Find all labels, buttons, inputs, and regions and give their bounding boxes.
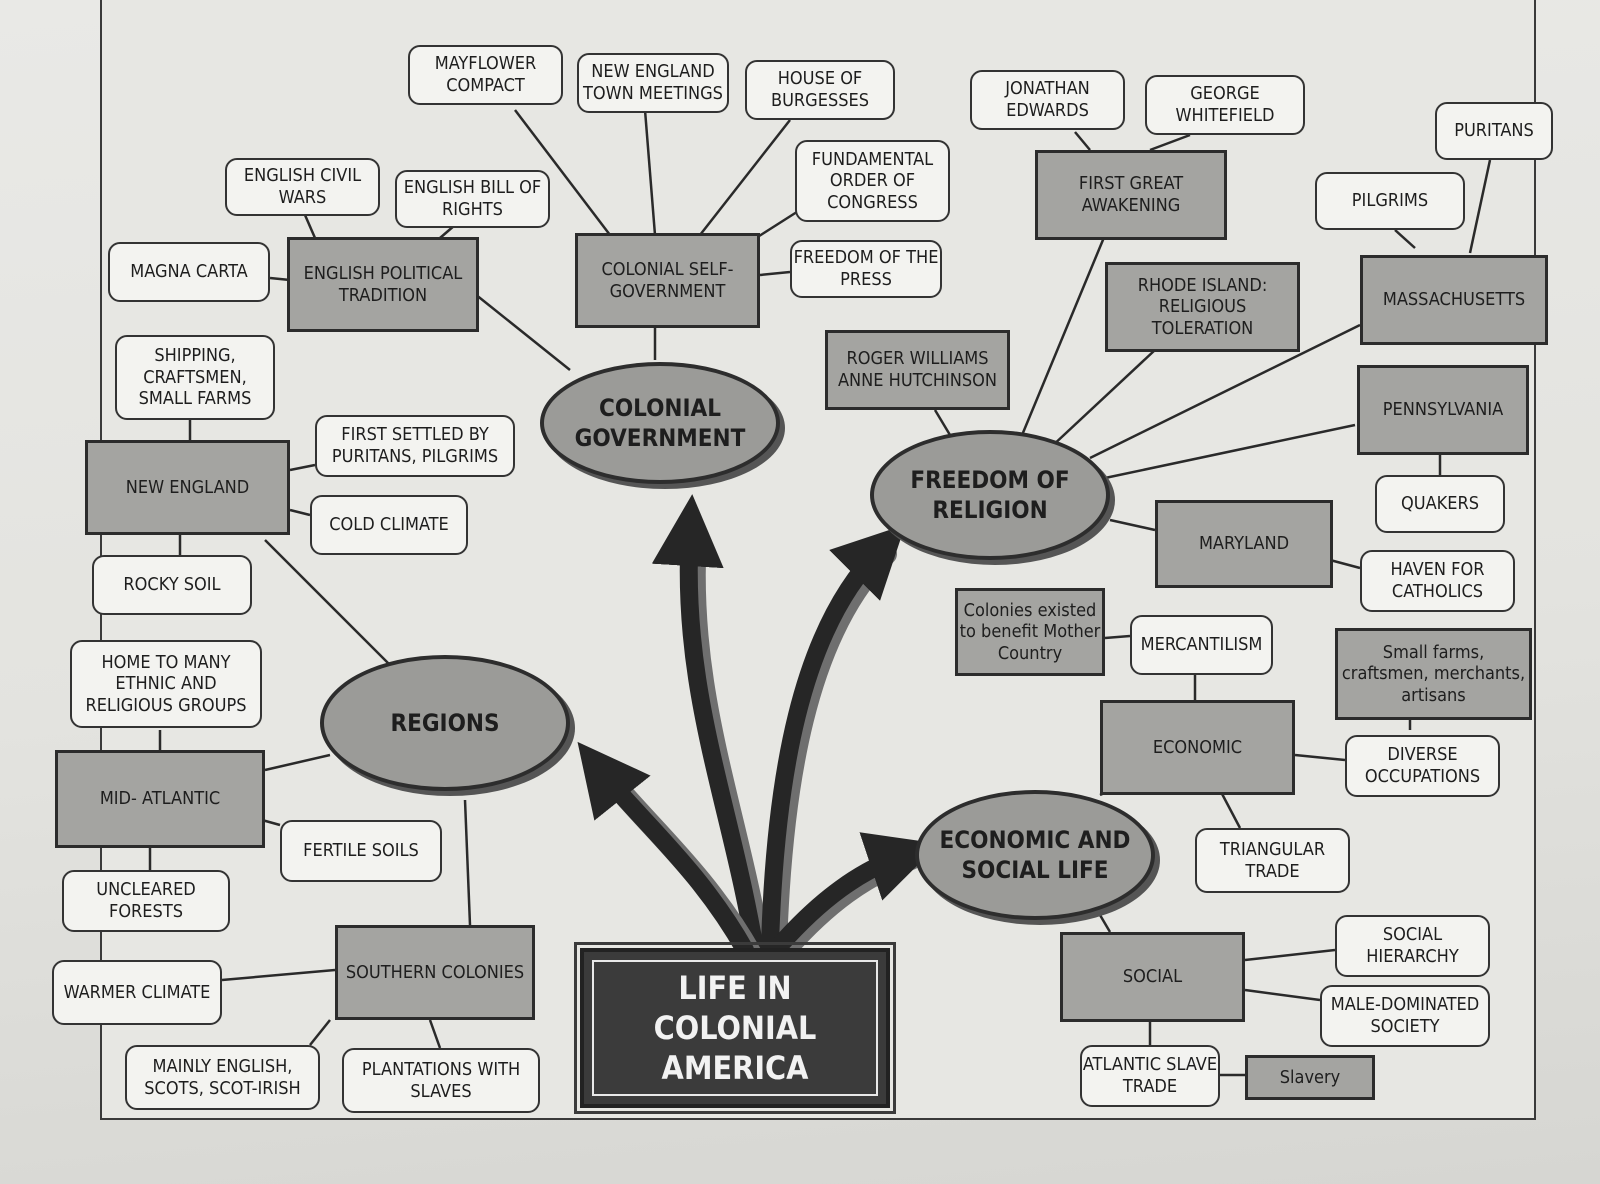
shipping-craftsmen-small-farms: SHIPPING, CRAFTSMEN, SMALL FARMS	[115, 335, 275, 420]
freedom-of-the-press: FREEDOM OF THE PRESS	[790, 240, 942, 298]
magna-carta: MAGNA CARTA	[108, 242, 270, 302]
new-england: NEW ENGLAND	[85, 440, 290, 535]
new-england-town-meetings: NEW ENGLAND TOWN MEETINGS	[577, 53, 729, 113]
social-hierarchy: SOCIAL HIERARCHY	[1335, 915, 1490, 977]
house-of-burgesses: HOUSE OF BURGESSES	[745, 60, 895, 120]
rocky-soil: ROCKY SOIL	[92, 555, 252, 615]
puritans: PURITANS	[1435, 102, 1553, 160]
mercantilism: MERCANTILISM	[1130, 615, 1273, 675]
colonies-existed-to-benefit-mother-country: Colonies existed to benefit Mother Count…	[955, 588, 1105, 676]
massachusetts: MASSACHUSETTS	[1360, 255, 1548, 345]
colonial-self-government: COLONIAL SELF-GOVERNMENT	[575, 233, 760, 328]
quakers: QUAKERS	[1375, 475, 1505, 533]
maryland: MARYLAND	[1155, 500, 1333, 588]
small-farms-craftsmen-merchants-artisans: Small farms, craftsmen, merchants, artis…	[1335, 628, 1532, 720]
english-bill-of-rights: ENGLISH BILL OF RIGHTS	[395, 170, 550, 228]
rhode-island-religious-toleration: RHODE ISLAND: RELIGIOUS TOLERATION	[1105, 262, 1300, 352]
page-title: LIFE IN COLONIAL AMERICA	[592, 960, 878, 1096]
fertile-soils: FERTILE SOILS	[280, 820, 442, 882]
uncleared-forests: UNCLEARED FORESTS	[62, 870, 230, 932]
fundamental-order-of-congress: FUNDAMENTAL ORDER OF CONGRESS	[795, 140, 950, 222]
mainly-english-scots-scot-irish: MAINLY ENGLISH, SCOTS, SCOT-IRISH	[125, 1045, 320, 1110]
jonathan-edwards: JONATHAN EDWARDS	[970, 70, 1125, 130]
oval-regions: REGIONS	[320, 655, 570, 791]
first-settled-by-puritans-pilgrims: FIRST SETTLED BY PURITANS, PILGRIMS	[315, 415, 515, 477]
triangular-trade: TRIANGULAR TRADE	[1195, 828, 1350, 893]
english-civil-wars: ENGLISH CIVIL WARS	[225, 158, 380, 216]
george-whitefield: GEORGE WHITEFIELD	[1145, 75, 1305, 135]
atlantic-slave-trade: ATLANTIC SLAVE TRADE	[1080, 1045, 1220, 1107]
oval-economic-social-life: ECONOMIC AND SOCIAL LIFE	[915, 790, 1155, 920]
roger-williams-anne-hutchinson: ROGER WILLIAMS ANNE HUTCHINSON	[825, 330, 1010, 410]
cold-climate: COLD CLIMATE	[310, 495, 468, 555]
oval-freedom-of-religion: FREEDOM OF RELIGION	[870, 430, 1110, 560]
haven-for-catholics: HAVEN FOR CATHOLICS	[1360, 550, 1515, 612]
pilgrims: PILGRIMS	[1315, 172, 1465, 230]
diverse-occupations: DIVERSE OCCUPATIONS	[1345, 735, 1500, 797]
social: SOCIAL	[1060, 932, 1245, 1022]
main-arrows	[577, 494, 940, 965]
economic: ECONOMIC	[1100, 700, 1295, 795]
male-dominated-society: MALE-DOMINATED SOCIETY	[1320, 985, 1490, 1047]
plantations-with-slaves: PLANTATIONS WITH SLAVES	[342, 1048, 540, 1113]
oval-colonial-government: COLONIAL GOVERNMENT	[540, 362, 780, 484]
home-to-many-ethnic-religious-groups: HOME TO MANY ETHNIC AND RELIGIOUS GROUPS	[70, 640, 262, 728]
mid-atlantic: MID- ATLANTIC	[55, 750, 265, 848]
pennsylvania: PENNSYLVANIA	[1357, 365, 1529, 455]
mayflower-compact: MAYFLOWER COMPACT	[408, 45, 563, 105]
southern-colonies: SOUTHERN COLONIES	[335, 925, 535, 1020]
warmer-climate: WARMER CLIMATE	[52, 960, 222, 1025]
english-political-tradition: ENGLISH POLITICAL TRADITION	[287, 237, 479, 332]
title-box: LIFE IN COLONIAL AMERICA	[574, 942, 896, 1114]
first-great-awakening: FIRST GREAT AWAKENING	[1035, 150, 1227, 240]
slavery: Slavery	[1245, 1055, 1375, 1100]
